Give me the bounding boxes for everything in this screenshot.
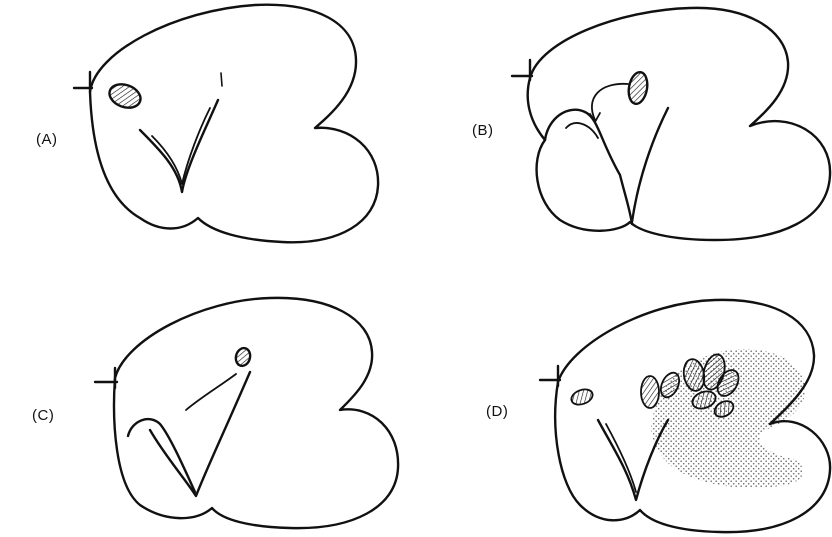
panel-b-stem	[512, 60, 532, 80]
panel-c	[95, 298, 398, 528]
panel-d-body-2	[641, 376, 659, 408]
panel-a-body	[106, 80, 144, 112]
panel-a-kernel-outline	[90, 5, 378, 243]
panel-b-arrow	[592, 84, 628, 120]
panel-c-cleft	[150, 372, 250, 496]
panel-b-label: (B)	[472, 122, 494, 139]
panel-a-tick	[221, 73, 222, 86]
panel-b-body	[626, 71, 649, 106]
panel-d-label: (D)	[486, 403, 508, 420]
panel-d	[540, 300, 830, 532]
panel-a-cleft-inner	[152, 108, 210, 184]
panel-c-label: (C)	[32, 407, 54, 424]
panel-c-kernel-outline	[114, 298, 398, 528]
panel-a-stem	[74, 72, 92, 92]
panel-d-stem	[540, 366, 560, 386]
panel-b-cleft	[632, 108, 668, 222]
panel-d-body-1	[569, 387, 594, 408]
panel-d-cleft-inner	[606, 424, 636, 492]
panel-c-body	[234, 346, 252, 367]
panel-b	[512, 8, 830, 240]
panel-a-label: (A)	[36, 131, 58, 148]
panel-c-trail	[186, 374, 236, 410]
panel-a	[74, 5, 378, 243]
panel-b-flap-inner	[566, 123, 598, 138]
panel-b-arrowhead	[590, 113, 600, 122]
